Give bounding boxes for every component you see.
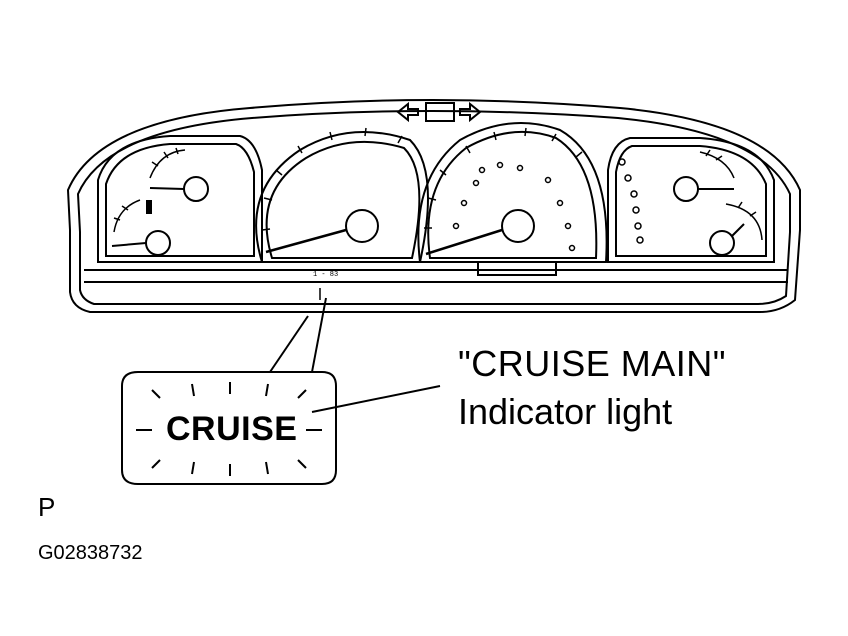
tachometer-ticks [424, 127, 583, 229]
speedometer-ticks [261, 127, 403, 231]
cruise-indicator-enlarged [121, 371, 337, 485]
turn-signal-indicators [396, 101, 482, 123]
tachometer-dots [452, 161, 576, 252]
glow-rays [136, 382, 322, 476]
tachometer [417, 121, 608, 276]
cruise-indicator-text: CRUISE [166, 410, 298, 448]
label-leader-line [311, 385, 441, 413]
left-gauge-pod [97, 135, 263, 263]
figure-code: G02838732 [38, 542, 143, 564]
speedometer [255, 127, 429, 263]
right-gauge-pod [607, 137, 775, 263]
panel-small-text: 1 - 83 [313, 271, 339, 279]
cluster-housing [66, 99, 801, 313]
odometer-display [477, 261, 557, 276]
corner-mark: P [38, 492, 56, 522]
warning-light-dots [618, 158, 644, 244]
callout-leader [269, 288, 327, 373]
callout-title: "CRUISE MAIN" [458, 343, 727, 384]
callout-subtitle: Indicator light [458, 391, 673, 432]
